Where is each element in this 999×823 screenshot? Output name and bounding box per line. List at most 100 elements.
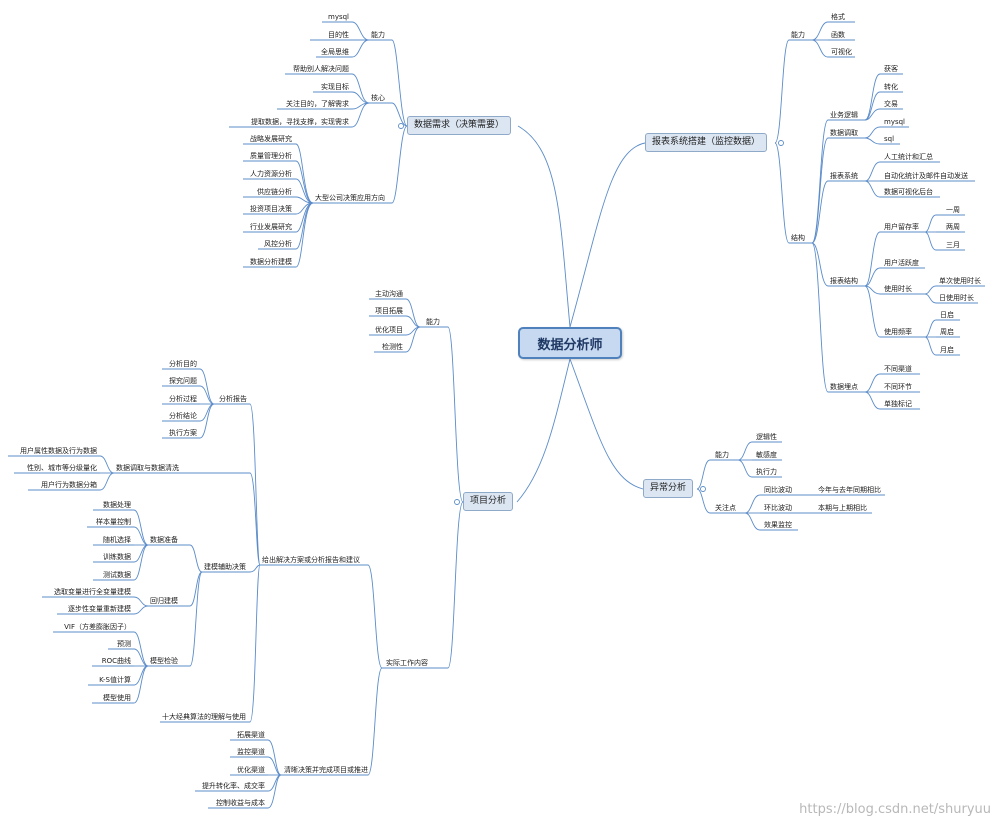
project-check-item: ROC曲线 <box>101 657 131 665</box>
project-model-check: 模型检验 <box>150 657 178 665</box>
project-give-solution: 给出解决方案或分析报告和建议 <box>262 556 360 564</box>
anomaly-ability: 能力 <box>715 451 729 459</box>
report-fetch-item: mysql <box>884 118 905 126</box>
anomaly-ability-item: 敏感度 <box>756 451 777 459</box>
project-report: 分析报告 <box>219 395 247 403</box>
anomaly-focus: 关注点 <box>715 504 736 512</box>
needs-ability-item: mysql <box>328 13 349 21</box>
project-prep-item: 测试数据 <box>103 571 131 579</box>
project-data-clean: 数据调取与数据清洗 <box>116 464 179 472</box>
project-ability-item: 优化项目 <box>375 326 403 334</box>
anomaly-yoy: 同比波动 <box>764 486 792 494</box>
project-check-item: 预测 <box>117 640 131 648</box>
needs-core-item: 提取数据，寻找支撑，实现需求 <box>251 118 349 126</box>
project-push-item: 控制收益与成本 <box>216 799 265 807</box>
anomaly-ability-item: 执行力 <box>756 468 777 476</box>
project-data-prep: 数据准备 <box>150 536 178 544</box>
watermark: https://blog.csdn.net/shuryuu <box>799 802 991 817</box>
project-work: 实际工作内容 <box>386 659 428 667</box>
project-check-item: K-S值计算 <box>99 676 131 684</box>
report-tracking-item: 不同环节 <box>884 383 912 391</box>
anomaly-effect-monitor: 效果监控 <box>764 521 792 529</box>
report-ability-item: 可视化 <box>831 48 852 56</box>
project-algorithms: 十大经典算法的理解与使用 <box>162 713 246 721</box>
report-duration-item: 单次使用时长 <box>939 277 981 285</box>
anomaly-ability-item: 逻辑性 <box>756 433 777 441</box>
report-structure: 结构 <box>791 234 805 242</box>
project-push: 清晰决策并完成项目或推进 <box>284 766 368 774</box>
report-biz-logic: 业务逻辑 <box>830 111 858 119</box>
main-node-report-system[interactable]: 报表系统搭建（监控数据） <box>645 133 768 152</box>
project-regression-item: 选取变量进行全变量建模 <box>54 588 131 596</box>
project-prep-item: 随机选择 <box>103 536 131 544</box>
report-frequency-item: 日启 <box>940 311 954 319</box>
needs-ability-item: 目的性 <box>328 31 349 39</box>
needs-core-item: 关注目的，了解需求 <box>286 100 349 108</box>
needs-direction-item: 战略发展研究 <box>250 135 292 143</box>
needs-ability: 能力 <box>371 31 385 39</box>
report-system-item: 人工统计和汇总 <box>884 153 933 161</box>
report-system-item: 自动化统计及邮件自动发送 <box>884 172 968 180</box>
project-report-item: 执行方案 <box>169 429 197 437</box>
report-fetch-item: sql <box>884 135 895 143</box>
report-biz-item: 转化 <box>884 83 898 91</box>
report-retention: 用户留存率 <box>884 223 919 231</box>
report-tracking-item: 不同渠道 <box>884 365 912 373</box>
report-frequency-item: 周启 <box>940 328 954 336</box>
needs-direction-item: 行业发展研究 <box>250 223 292 231</box>
anomaly-mom-desc: 本期与上期相比 <box>818 504 867 512</box>
report-activity: 用户活跃度 <box>884 259 919 267</box>
project-clean-item: 用户行为数据分箱 <box>41 481 97 489</box>
project-prep-item: 样本量控制 <box>96 518 131 526</box>
report-system: 报表系统 <box>830 172 858 180</box>
project-report-item: 分析过程 <box>169 395 197 403</box>
report-ability-item: 函数 <box>831 31 845 39</box>
report-retention-item: 两周 <box>946 223 960 231</box>
report-tracking-item: 单独标记 <box>884 400 912 408</box>
report-frequency-item: 月启 <box>940 346 954 354</box>
project-ability: 能力 <box>426 318 440 326</box>
project-regression: 回归建模 <box>150 597 178 605</box>
anomaly-yoy-desc: 今年与去年同期相比 <box>818 486 881 494</box>
project-prep-item: 数据处理 <box>103 501 131 509</box>
needs-direction-item: 数据分析建模 <box>250 258 292 266</box>
needs-core-item: 帮助别人解决问题 <box>293 65 349 73</box>
report-retention-item: 一周 <box>946 206 960 214</box>
needs-direction-item: 供应链分析 <box>257 188 292 196</box>
report-biz-item: 获客 <box>884 65 898 73</box>
project-modeling: 建模辅助决策 <box>204 563 246 571</box>
project-report-item: 分析结论 <box>169 412 197 420</box>
project-report-item: 探究问题 <box>169 377 197 385</box>
needs-core-item: 实现目标 <box>321 83 349 91</box>
needs-direction-item: 质量管理分析 <box>250 152 292 160</box>
project-push-item: 优化渠道 <box>237 766 265 774</box>
anomaly-mom: 环比波动 <box>764 504 792 512</box>
report-system-item: 数据可视化后台 <box>884 188 933 196</box>
central-node[interactable]: 数据分析师 <box>518 327 622 359</box>
report-data-fetch: 数据调取 <box>830 129 858 137</box>
project-check-item: 模型使用 <box>103 694 131 702</box>
report-duration-item: 日使用时长 <box>939 294 974 302</box>
report-biz-item: 交易 <box>884 100 898 108</box>
project-clean-item: 用户属性数据及行为数据 <box>20 447 97 455</box>
needs-direction-item: 人力资源分析 <box>250 170 292 178</box>
project-ability-item: 检测性 <box>382 343 403 351</box>
report-retention-item: 三月 <box>946 241 960 249</box>
project-push-item: 拓展渠道 <box>237 731 265 739</box>
main-node-anomaly-analysis[interactable]: 异常分析 <box>643 479 694 498</box>
needs-direction: 大型公司决策应用方向 <box>315 194 385 202</box>
needs-direction-item: 投资项目决策 <box>250 205 292 213</box>
project-ability-item: 主动沟通 <box>375 290 403 298</box>
project-ability-item: 项目拓展 <box>375 307 403 315</box>
project-regression-item: 逐步性变量重新建模 <box>68 605 131 613</box>
main-node-project-analysis[interactable]: 项目分析 <box>463 492 514 511</box>
project-push-item: 提升转化率、成交率 <box>202 782 265 790</box>
project-clean-item: 性别、城市等分级量化 <box>27 464 97 472</box>
project-report-item: 分析目的 <box>169 360 197 368</box>
main-node-data-needs[interactable]: 数据需求（决策需要） <box>407 116 512 135</box>
report-usage-frequency: 使用频率 <box>884 328 912 336</box>
project-prep-item: 训练数据 <box>103 553 131 561</box>
report-ability: 能力 <box>791 31 805 39</box>
project-check-item: VIF（方差膨胀因子） <box>64 623 131 631</box>
